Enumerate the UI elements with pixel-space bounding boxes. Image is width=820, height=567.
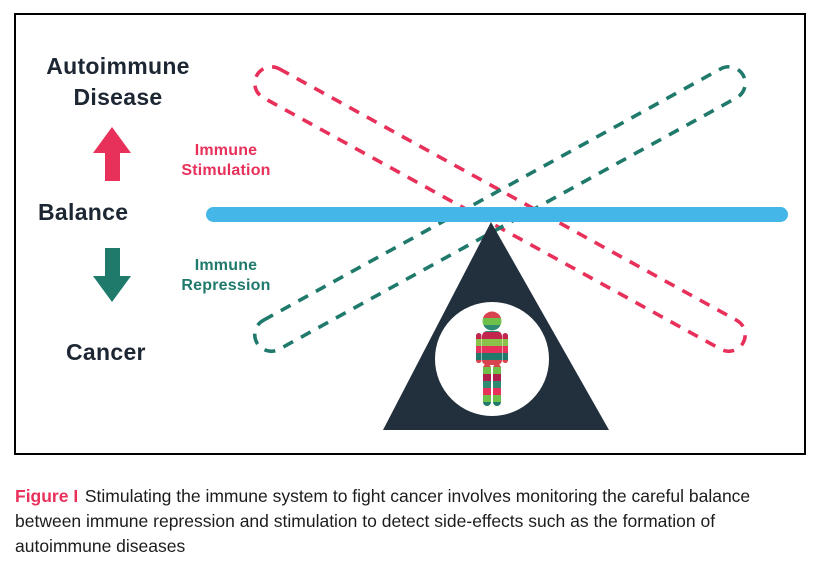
balance-beam xyxy=(206,207,788,222)
caption-text: Stimulating the immune system to fight c… xyxy=(15,485,751,557)
down-arrow-icon xyxy=(92,248,132,302)
up-arrow-icon xyxy=(92,127,132,181)
figure-label: Figure I xyxy=(15,485,79,506)
person-icon xyxy=(476,311,508,406)
person-stripes xyxy=(476,311,508,406)
label-autoimmune-disease: Autoimmune Disease xyxy=(46,53,190,111)
seesaw-tilt-red-outline xyxy=(252,64,748,354)
label-balance: Balance xyxy=(38,199,129,225)
seesaw-tilt-teal-outline xyxy=(252,64,748,354)
diagram-border-box: Autoimmune Disease Immune Stimulation Ba… xyxy=(14,13,806,455)
label-immune-stimulation: Immune Stimulation xyxy=(181,142,271,179)
label-cancer: Cancer xyxy=(66,339,146,365)
label-immune-repression: Immune Repression xyxy=(181,257,271,294)
